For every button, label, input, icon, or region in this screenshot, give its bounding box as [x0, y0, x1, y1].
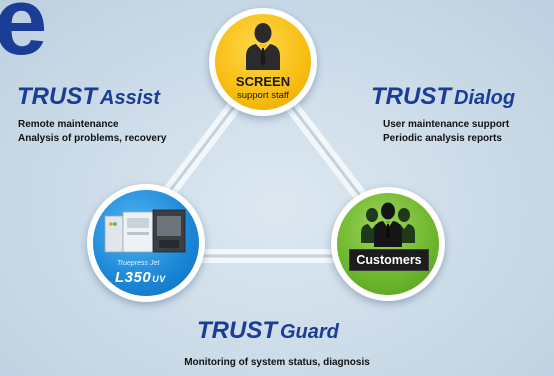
node-printer-disc: Truepress Jet L350UV [93, 190, 199, 296]
service-assist-line: Remote maintenance [18, 119, 119, 130]
printer-machine-image [104, 209, 186, 253]
service-guard-brand: TRUST [197, 317, 277, 344]
node-screen-title: SCREEN [235, 74, 291, 89]
service-dialog-brand: TRUST [371, 83, 451, 110]
group-people-icon [361, 202, 415, 247]
link-screen-customers [283, 97, 369, 205]
node-screen-disc: SCREEN support staff [215, 14, 311, 110]
service-guard-name: Guard [280, 321, 339, 343]
node-printer: Truepress Jet L350UV [87, 184, 205, 302]
service-assist-line: Analysis of problems, recovery [18, 133, 167, 144]
service-guard-line: Monitoring of system status, diagnosis [184, 357, 370, 368]
printer-model-text: L350UV [115, 269, 166, 286]
business-person-icon [246, 23, 280, 70]
service-desc-dialog: User maintenance support Periodic analys… [383, 118, 509, 146]
service-assist-name: Assist [100, 87, 161, 109]
link-screen-printer [159, 97, 243, 203]
node-customers-disc: Customers [337, 193, 439, 295]
service-dialog-line: Periodic analysis reports [383, 133, 502, 144]
service-desc-guard: Monitoring of system status, diagnosis [0, 356, 554, 370]
service-desc-assist: Remote maintenance Analysis of problems,… [18, 118, 166, 146]
node-screen-subtitle: support staff [236, 90, 290, 101]
node-customers: Customers [331, 187, 445, 301]
printer-brand-text: Truepress Jet [117, 260, 160, 267]
printer-model-number: L350 [115, 269, 152, 286]
service-dialog-name: Dialog [454, 87, 516, 109]
node-customers-label: Customers [349, 249, 429, 271]
node-screen-support: SCREEN support staff [209, 8, 317, 116]
service-dialog-line: User maintenance support [383, 119, 510, 130]
service-assist-brand: TRUST [17, 83, 97, 110]
header-letter-fragment: e [0, 0, 48, 75]
printer-model-suffix: UV [152, 274, 166, 284]
